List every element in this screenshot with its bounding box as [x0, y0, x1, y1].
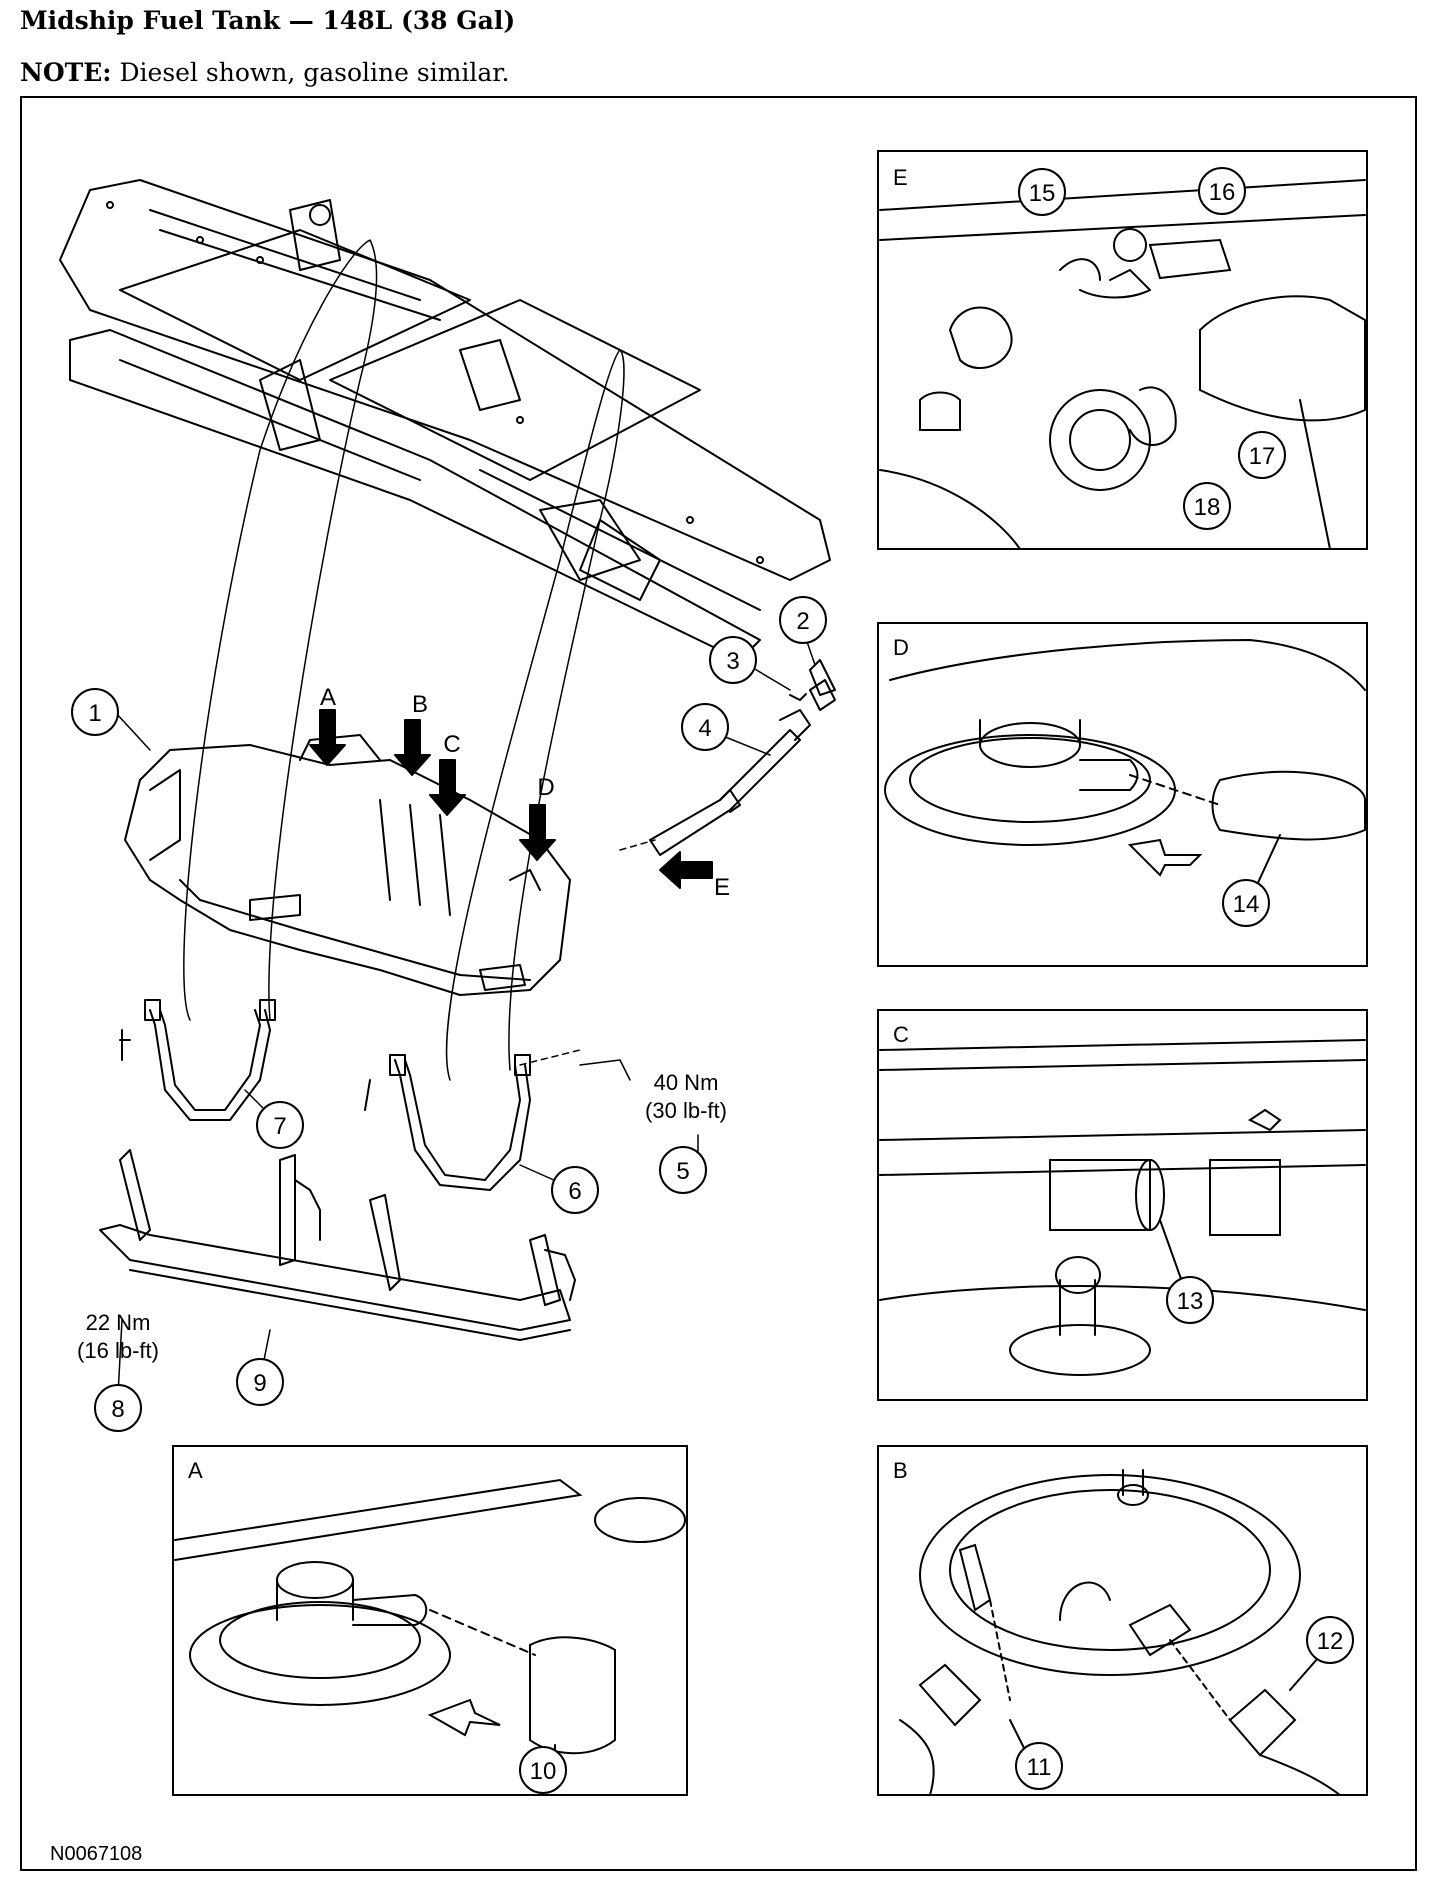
- page-title: Midship Fuel Tank — 148L (38 Gal): [20, 6, 516, 35]
- callout-11: 11: [1015, 1742, 1063, 1790]
- callout-17: 17: [1238, 431, 1286, 479]
- fuel-tank-drawing: [124, 734, 571, 996]
- svg-text:8: 8: [111, 1396, 124, 1423]
- callout-3: 3: [709, 636, 757, 684]
- svg-text:4: 4: [698, 715, 711, 742]
- callout-5: 5: [659, 1146, 707, 1194]
- callout-18: 18: [1183, 482, 1231, 530]
- svg-text:5: 5: [676, 1158, 689, 1185]
- filler-pipe-drawing: [649, 679, 836, 856]
- view-guide-lines: [183, 239, 656, 1081]
- svg-text:6: 6: [568, 1178, 581, 1205]
- strap-6-drawing: [364, 1054, 531, 1191]
- svg-text:15: 15: [1029, 180, 1056, 207]
- svg-text:3: 3: [726, 648, 739, 675]
- torque-30lbft: (30 lb-ft): [645, 1098, 727, 1123]
- torque-16lbft: (16 lb-ft): [77, 1338, 159, 1363]
- view-c-panel-letter: C: [893, 1022, 909, 1047]
- view-c-label: C: [443, 731, 460, 758]
- torque-40nm: 40 Nm: [654, 1070, 719, 1095]
- callout-6: 6: [551, 1166, 599, 1214]
- arrow-a-icon: [309, 709, 346, 766]
- svg-text:1: 1: [88, 700, 101, 727]
- arrow-c-icon: [429, 759, 466, 816]
- svg-text:9: 9: [253, 1370, 266, 1397]
- callout-8: 8: [94, 1384, 142, 1432]
- detail-view-a: A 10: [172, 1445, 688, 1796]
- fastener-3-drawing: [789, 693, 807, 701]
- note-text: Diesel shown, gasoline similar.: [119, 58, 510, 87]
- view-b-label: B: [412, 691, 428, 718]
- callout-12: 12: [1306, 1616, 1354, 1664]
- note-label: NOTE:: [20, 58, 112, 87]
- callout-4: 4: [681, 703, 729, 751]
- detail-view-d: D 14: [877, 622, 1368, 967]
- callout-1: 1: [71, 688, 119, 736]
- svg-text:13: 13: [1177, 1288, 1204, 1315]
- detail-view-b: B 11 12: [877, 1445, 1368, 1796]
- arrow-b-icon: [394, 719, 431, 776]
- callout-7: 7: [256, 1101, 304, 1149]
- callout-15: 15: [1018, 168, 1066, 216]
- view-e-panel-letter: E: [893, 165, 908, 190]
- figure-id: N0067108: [50, 1843, 142, 1865]
- vehicle-frame-drawing: [59, 179, 831, 661]
- skid-plate-drawing: [99, 1149, 576, 1341]
- illustration-frame: [20, 96, 1417, 1871]
- callout-13: 13: [1166, 1276, 1214, 1324]
- detail-view-e: E 15 16 17 18: [877, 150, 1368, 550]
- callout-10: 10: [519, 1746, 567, 1794]
- callout-2: 2: [779, 596, 827, 644]
- arrow-d-icon: [519, 804, 556, 861]
- svg-text:17: 17: [1249, 443, 1276, 470]
- view-b-panel-letter: B: [893, 1458, 908, 1483]
- view-e-label: E: [714, 874, 730, 901]
- view-arrows: [309, 709, 713, 889]
- svg-text:14: 14: [1233, 891, 1260, 918]
- callout-9: 9: [236, 1358, 284, 1406]
- overview-callouts: 1 2 3 4 5 6 7 8: [50, 596, 827, 1865]
- strap-7-drawing: [119, 999, 276, 1121]
- view-a-panel-letter: A: [188, 1458, 203, 1483]
- callout-16: 16: [1198, 167, 1246, 215]
- arrow-e-icon: [659, 851, 713, 889]
- view-a-label: A: [320, 684, 336, 711]
- detail-view-c: C 13: [877, 1009, 1368, 1401]
- svg-text:11: 11: [1027, 1754, 1052, 1781]
- note-line: NOTE: Diesel shown, gasoline similar.: [20, 58, 509, 87]
- svg-text:12: 12: [1317, 1628, 1344, 1655]
- svg-text:2: 2: [796, 608, 809, 635]
- svg-text:16: 16: [1209, 179, 1236, 206]
- fastener-2-drawing: [809, 659, 836, 696]
- svg-text:10: 10: [530, 1758, 557, 1785]
- svg-text:18: 18: [1194, 494, 1221, 521]
- callout-14: 14: [1222, 879, 1270, 927]
- svg-text:7: 7: [273, 1113, 286, 1140]
- torque-22nm: 22 Nm: [86, 1310, 151, 1335]
- view-d-label: D: [537, 774, 554, 801]
- view-d-panel-letter: D: [893, 635, 909, 660]
